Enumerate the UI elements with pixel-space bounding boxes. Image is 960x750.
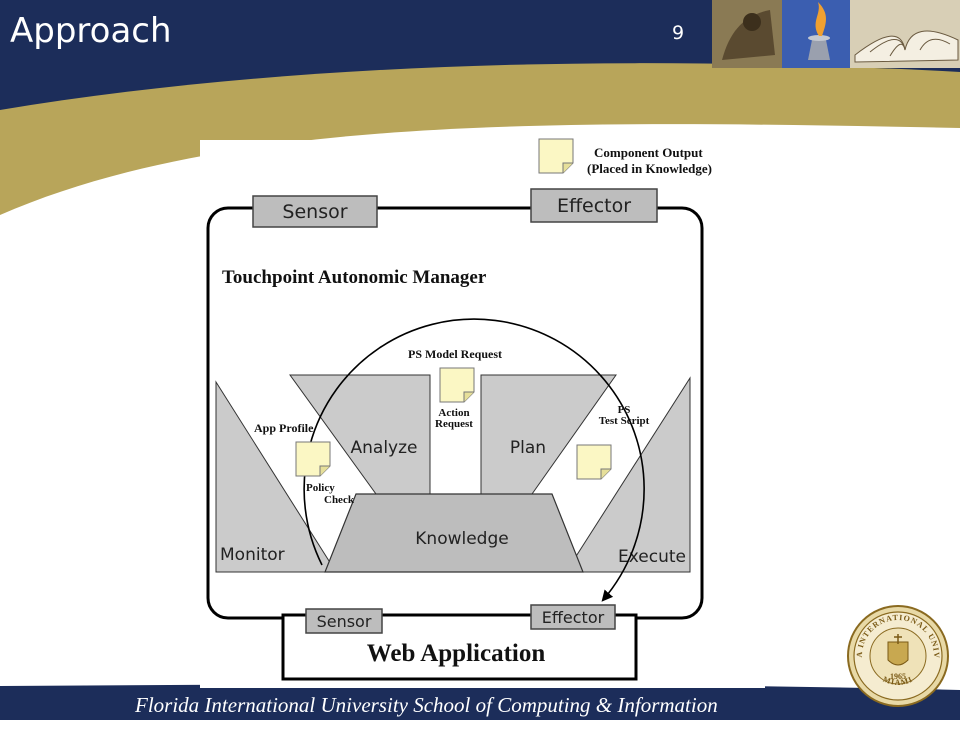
app-profile-note-icon [295,441,331,477]
policy-check-label-2: Check [324,494,355,506]
test-script-note-icon [576,444,612,480]
slide-footer: Florida International University School … [135,693,718,747]
legend: Component Output (Placed in Knowledge) [538,138,712,176]
plan-label: Plan [510,438,546,458]
action-request-label-1: Action [438,407,469,419]
top-effector-label: Effector [557,195,631,217]
knowledge-label: Knowledge [415,529,508,549]
bottom-effector-box [530,604,616,630]
execute-panel [565,376,691,573]
slide-title: Approach [10,11,172,51]
bottom-effector-label: Effector [542,608,605,627]
app-profile-label: App Profile [254,421,314,435]
monitor-label: Monitor [220,545,285,565]
test-script-label-2: Test Script [599,415,650,427]
monitor-panel [215,380,337,573]
slide-number: 9 [672,22,685,44]
manager-title: Touchpoint Autonomic Manager [222,267,487,288]
web-application-label: Web Application [367,640,546,667]
legend-label-1: Component Output [594,145,703,160]
university-seal: FLORIDA INTERNATIONAL UNIVERSITY MIAMI 1… [846,604,949,707]
execute-label: Execute [618,547,686,567]
ps-model-request-label: PS Model Request [408,347,502,361]
top-sensor-box [252,195,378,228]
analyze-label: Analyze [351,438,418,458]
autonomic-manager-diagram: Component Output (Placed in Knowledge) S… [200,138,765,688]
seal-bottom-text: MIAMI [882,675,915,687]
knowledge-panel [324,493,584,573]
action-request-note-icon [439,367,475,403]
policy-check-label-1: Policy [306,482,335,494]
bottom-sensor-box [305,608,383,634]
top-sensor-label: Sensor [282,201,347,223]
header-photo-strip [712,0,960,68]
seal-year: 1965 [890,672,906,681]
action-request-label-2: Request [435,418,473,430]
legend-note-icon [538,138,574,174]
test-script-label-1: PS [618,404,631,416]
legend-label-2: (Placed in Knowledge) [587,161,712,176]
bottom-sensor-label: Sensor [317,612,372,631]
top-effector-box [530,188,658,223]
